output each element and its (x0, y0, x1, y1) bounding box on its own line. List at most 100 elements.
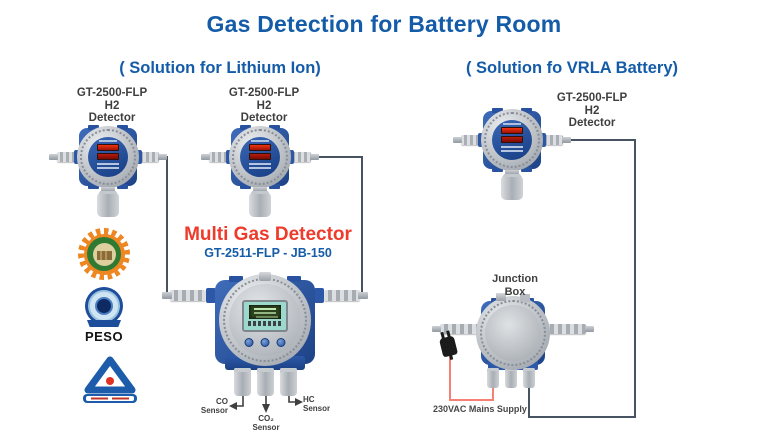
h2-detector-2-device (201, 121, 319, 221)
co2-sensor-label: CO₂ Sensor (246, 414, 286, 432)
bis-certification-logo (82, 354, 138, 409)
detector2-label: GT-2500-FLP H2 Detector (209, 87, 319, 125)
detector3-gas: H2 (584, 104, 600, 117)
lcd-display (242, 300, 288, 332)
keypad-row (248, 321, 282, 326)
lithium-section-subtitle: ( Solution for Lithium Ion) (119, 59, 321, 77)
wire-detector3-to-junction-box (528, 139, 636, 418)
cable-gland-left (162, 290, 206, 301)
cable-gland-left (201, 152, 237, 162)
cable-gland-left (432, 324, 480, 334)
led-display-top (97, 144, 119, 151)
bottom-gland-1 (487, 368, 499, 388)
h2-detector-1-device (49, 121, 167, 221)
cable-gland-right (283, 152, 319, 162)
co-sensor-gas: CO (216, 397, 228, 406)
faceplate-markings (249, 163, 271, 165)
peso-certification-logo: PESO (82, 287, 126, 344)
hc-sensor-pointer-line (288, 393, 295, 403)
faceplate-markings (97, 163, 119, 165)
detector1-gas: H2 (104, 99, 120, 112)
cable-gland-right (546, 324, 594, 334)
flameproof-housing (77, 126, 139, 188)
sensor-neck (253, 187, 267, 192)
co-sensor-word: Sensor (200, 405, 228, 415)
detector3-model: GT-2500-FLP (556, 92, 628, 104)
flameproof-lid (476, 296, 550, 370)
led-display-bottom (249, 153, 271, 160)
co-sensor-pointer-line (237, 393, 244, 407)
display-face (88, 137, 128, 177)
peso-logo-text: PESO (84, 329, 124, 344)
gland-mount-left (206, 288, 216, 303)
bottom-gland-3 (523, 368, 535, 388)
led-display-top (249, 144, 271, 151)
detector1-label: GT-2500-FLP H2 Detector (57, 87, 167, 125)
dgms-certification-logo (78, 228, 130, 280)
hc-sensor-gas: HC (303, 395, 315, 404)
peso-logo-badge (85, 287, 123, 327)
detector2-model: GT-2500-FLP (228, 87, 300, 99)
led-display-bottom (501, 136, 523, 143)
display-face (492, 120, 532, 160)
sensor-head (97, 191, 119, 217)
sensor-head (501, 174, 523, 200)
sensor-neck (101, 187, 115, 192)
flameproof-housing (481, 109, 543, 171)
co-sensor-head (234, 368, 251, 396)
multi-gas-detector-model: GT-2511-FLP - JB-150 (204, 246, 332, 260)
page-title: Gas Detection for Battery Room (206, 11, 562, 37)
peso-logo-inner (88, 290, 120, 322)
cable-gland-right (131, 152, 167, 162)
wire-mains-supply (449, 356, 494, 401)
h2-detector-3-device (453, 104, 571, 204)
sensor-head (249, 191, 271, 217)
hc-sensor-head (280, 368, 297, 396)
detector2-type: Detector (240, 112, 288, 124)
bottom-gland-2 (505, 368, 517, 388)
junction-box-label: Junction Box (470, 273, 560, 299)
multi-gas-detector-title: Multi Gas Detector (184, 224, 352, 245)
peso-logo-core (97, 299, 111, 313)
button-1 (244, 338, 254, 347)
co-sensor-arrowhead (229, 402, 237, 410)
hc-sensor-word: Sensor (303, 403, 331, 413)
control-buttons (244, 338, 286, 347)
button-3 (276, 338, 286, 347)
button-2 (260, 338, 270, 347)
junction-box-device (432, 293, 594, 398)
mains-supply-label: 230VAC Mains Supply (433, 404, 527, 414)
faceplate-markings (501, 146, 523, 148)
co-sensor-label: CO Sensor (194, 397, 228, 415)
junction-box-label-line2: Box (504, 286, 526, 298)
led-display-bottom (97, 153, 119, 160)
flameproof-housing (229, 126, 291, 188)
co2-sensor-arrowhead (262, 404, 270, 413)
sensor-neck (505, 170, 519, 175)
bis-logo-mark (83, 356, 137, 403)
hc-sensor-arrowhead (295, 398, 303, 406)
detector3-type: Detector (568, 117, 616, 129)
top-bolts (496, 293, 506, 301)
cable-gland-right (535, 135, 571, 145)
gland-mount-right (314, 288, 324, 303)
co2-sensor-word: Sensor (252, 422, 280, 432)
hc-sensor-label: HC Sensor (303, 395, 343, 413)
peso-logo-ribbon (87, 320, 121, 327)
detector2-gas: H2 (256, 99, 272, 112)
led-display-top (501, 127, 523, 134)
dgms-logo-emblem (92, 242, 116, 266)
co2-sensor-gas: CO₂ (258, 414, 274, 423)
cable-gland-left (453, 135, 489, 145)
dgms-logo-ring (83, 233, 125, 275)
cable-gland-left (49, 152, 85, 162)
display-face (240, 137, 280, 177)
cable-gland-right (324, 290, 368, 301)
multi-gas-detector-device (162, 272, 368, 424)
co2-sensor-head (257, 368, 274, 396)
detector1-model: GT-2500-FLP (76, 87, 148, 99)
detector3-label: GT-2500-FLP H2 Detector (537, 92, 647, 130)
detector1-type: Detector (88, 112, 136, 124)
top-breather-fitting (259, 272, 271, 281)
